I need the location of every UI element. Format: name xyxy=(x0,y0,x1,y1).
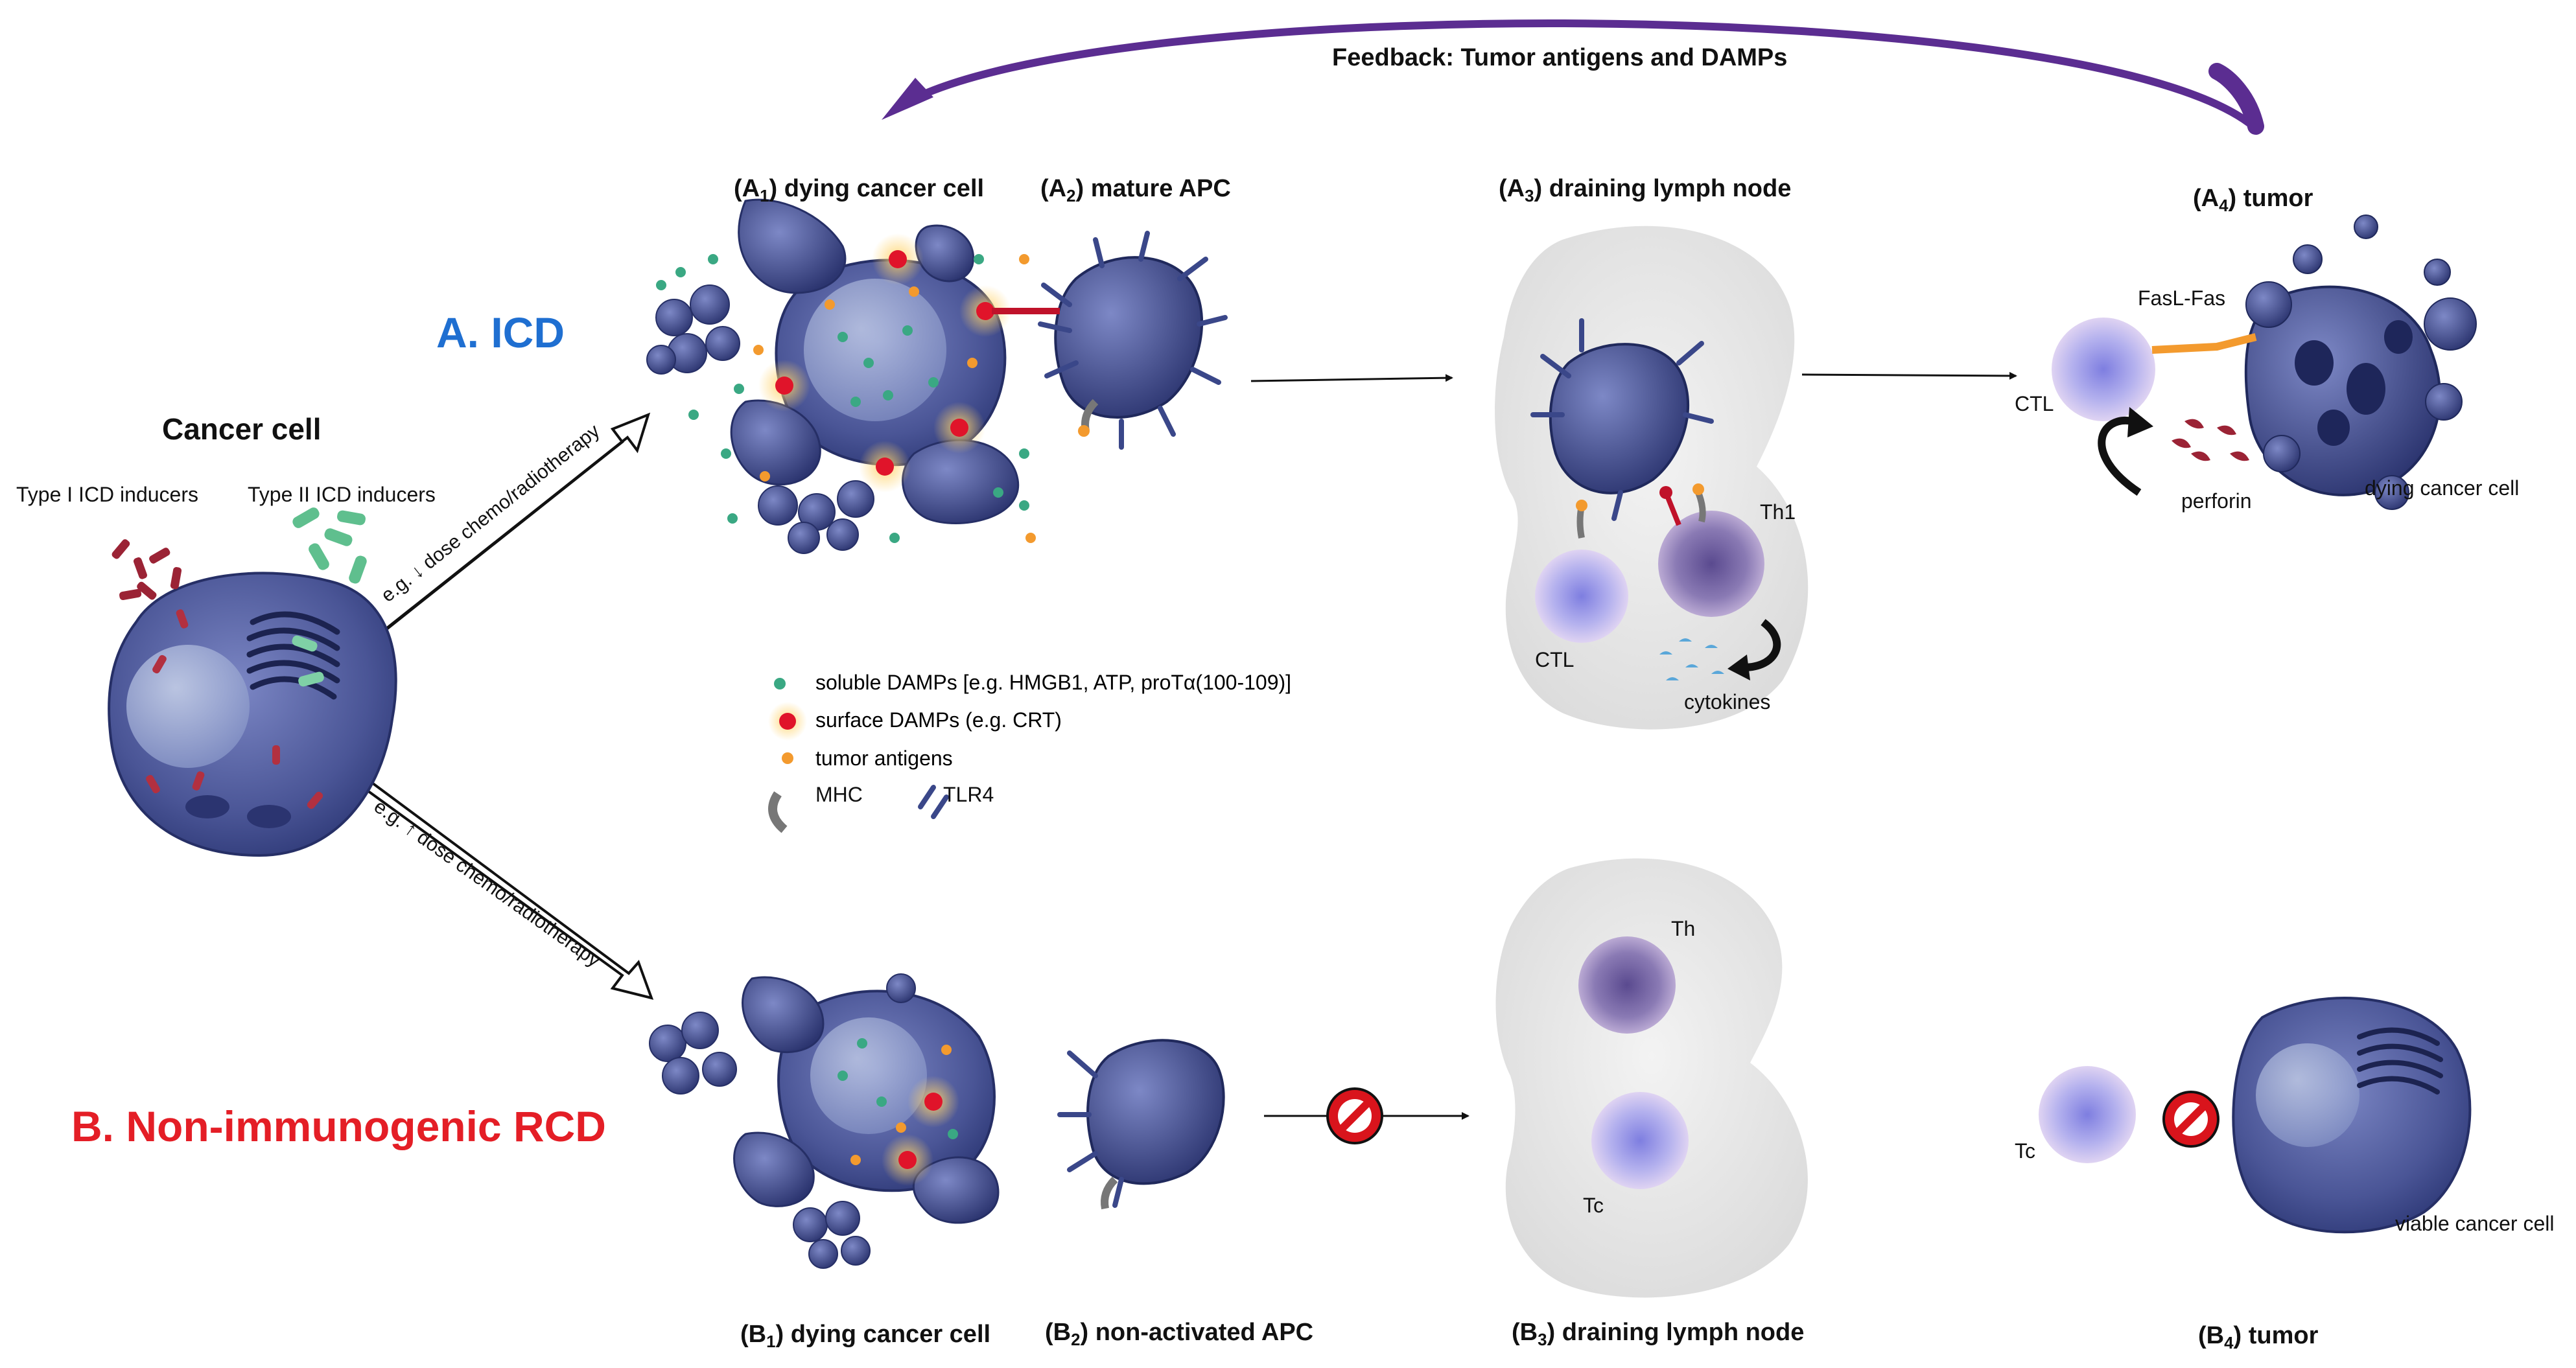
ctl-label-tumor: CTL xyxy=(2015,392,2054,415)
lymph-node-b3 xyxy=(1495,858,1808,1298)
hollow-arrow-up xyxy=(362,412,651,649)
viable-cancer-cell-label: viable cancer cell xyxy=(2395,1212,2555,1235)
legend-icons xyxy=(768,678,949,833)
feedback-label: Feedback: Tumor antigens and DAMPs xyxy=(1332,44,1788,71)
arrow-a2-a3 xyxy=(1250,374,1453,382)
legend-surface-damps: surface DAMPs (e.g. CRT) xyxy=(815,708,1062,732)
perforin-label: perforin xyxy=(2181,489,2252,513)
panel-a-title: A. ICD xyxy=(436,308,565,356)
a4-label: (A4) tumor xyxy=(2193,185,2313,216)
legend-mhc: MHC xyxy=(815,783,863,806)
fasl-fas-label: FasL-Fas xyxy=(2138,286,2226,310)
a2-label: (A2) mature APC xyxy=(1040,175,1231,206)
feedback-arrow xyxy=(882,19,2264,135)
mature-apc-a2 xyxy=(992,231,1228,450)
b1-label: (B1) dying cancer cell xyxy=(740,1321,991,1352)
cytokines-label: cytokines xyxy=(1684,690,1771,713)
th-label: Th xyxy=(1671,917,1696,940)
type2-inducers xyxy=(292,507,367,584)
cancer-cell-title: Cancer cell xyxy=(162,412,322,446)
panel-b-title: B. Non-immunogenic RCD xyxy=(71,1102,606,1150)
b3-label: (B3) draining lymph node xyxy=(1512,1319,1805,1350)
type1-inducers xyxy=(111,539,182,601)
a3-label: (A3) draining lymph node xyxy=(1499,175,1792,206)
type1-inducers-label: Type I ICD inducers xyxy=(16,483,198,506)
tc-label-lymph: Tc xyxy=(1583,1194,1604,1217)
a1-label: (A1) dying cancer cell xyxy=(734,175,985,206)
type2-inducers-label: Type II ICD inducers xyxy=(248,483,436,506)
arrow-a3-a4 xyxy=(1801,371,2017,380)
legend-soluble-damps: soluble DAMPs [e.g. HMGB1, ATP, proTα(10… xyxy=(815,671,1292,694)
b4-label: (B4) tumor xyxy=(2198,1322,2319,1353)
legend-tumor-antigens: tumor antigens xyxy=(815,747,953,770)
legend-tlr4: TLR4 xyxy=(943,783,994,806)
tumor-a4 xyxy=(2052,214,2477,510)
b2-label: (B2) non-activated APC xyxy=(1045,1319,1314,1350)
dying-cancer-cell-a1 xyxy=(646,198,1036,554)
non-activated-apc-b2 xyxy=(1057,1039,1225,1210)
block-icon xyxy=(2162,1091,2219,1148)
th1-label: Th1 xyxy=(1760,500,1796,524)
block-icon xyxy=(1326,1087,1383,1144)
hollow-arrow-down xyxy=(360,779,654,1000)
lymph-node-a3 xyxy=(1495,226,1809,730)
dying-cancer-cell-b1 xyxy=(649,973,1000,1269)
dying-cancer-cell-label: dying cancer cell xyxy=(2365,476,2520,500)
cancer-cell xyxy=(108,572,397,857)
tumor-b4 xyxy=(2039,997,2472,1234)
tc-label-tumor: Tc xyxy=(2015,1139,2035,1163)
ctl-label-lymph: CTL xyxy=(1535,648,1575,671)
